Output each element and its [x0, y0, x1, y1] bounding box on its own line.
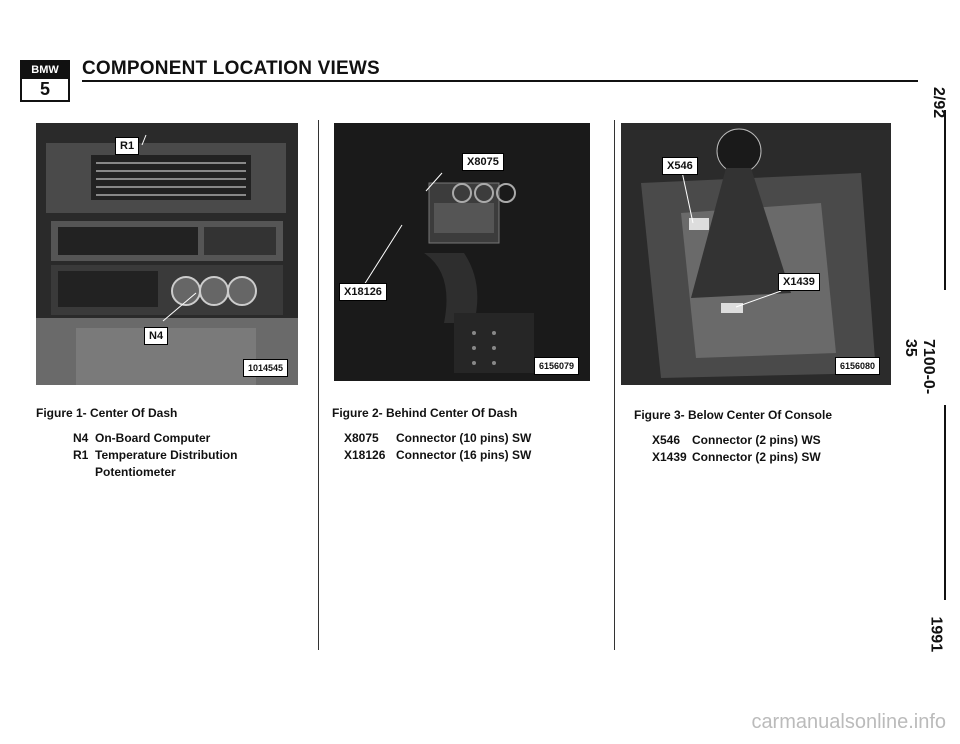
legend-desc: On-Board Computer: [95, 431, 211, 445]
figure-3-photo: X546 X1439 6156080: [621, 123, 891, 385]
figure-3-legend: X546 Connector (2 pins) WS X1439 Connector…: [652, 432, 821, 466]
legend-row: X18126 Connector (16 pins) SW: [344, 447, 531, 464]
page-title: COMPONENT LOCATION VIEWS: [82, 58, 380, 79]
callout-n4: N4: [144, 327, 169, 345]
legend-code: X8075: [344, 431, 379, 445]
footer-watermark: carmanualsonline.info: [751, 711, 946, 733]
figure-1-legend: N4 On-Board Computer R1 Temperature Distri…: [73, 430, 237, 481]
legend-desc: Temperature Distribution: [95, 448, 238, 462]
legend-row: N4 On-Board Computer: [73, 430, 237, 447]
photo-number: 6156079: [534, 357, 580, 375]
figure-2-caption: Figure 2- Behind Center Of Dash: [332, 406, 518, 420]
photo-number: 6156080: [835, 357, 881, 375]
legend-row: X8075 Connector (10 pins) SW: [344, 430, 531, 447]
callout-x18126: X18126: [339, 283, 387, 301]
logo-series-number: 5: [39, 79, 50, 99]
legend-row: R1 Temperature Distribution: [73, 447, 237, 464]
bmw-5-logo: BMW 5: [20, 60, 70, 102]
legend-code: X546: [652, 433, 681, 447]
legend-row: X1439 Connector (2 pins) SW: [652, 449, 821, 466]
column-divider-2: [614, 120, 615, 650]
legend-row: X546 Connector (2 pins) WS: [652, 432, 821, 449]
figure-1-photo: R1 N4 1014545: [36, 123, 298, 385]
legend-desc: Connector (2 pins) WS: [692, 433, 821, 447]
legend-desc: Connector (10 pins) SW: [396, 431, 532, 445]
callout-x1439: X1439: [778, 273, 820, 291]
column-divider-1: [318, 120, 319, 650]
legend-desc: Connector (2 pins) SW: [692, 450, 821, 464]
side-year: 1991: [927, 616, 945, 653]
legend-code: X18126: [344, 448, 386, 462]
callout-r1: R1: [115, 137, 140, 155]
figure-3-caption: Figure 3- Below Center Of Console: [634, 408, 833, 422]
side-rule-2: [944, 405, 946, 600]
header-rule: [82, 80, 918, 82]
side-date: 2/92: [930, 87, 947, 119]
legend-code: X1439: [652, 450, 687, 464]
figure-2-legend: X8075 Connector (10 pins) SW X18126 Connec…: [344, 430, 531, 464]
legend-code: N4: [73, 431, 89, 445]
figure-2-photo: X8075 X18126 6156079: [334, 123, 590, 381]
callout-x8075: X8075: [462, 153, 504, 171]
callout-x546: X546: [662, 157, 698, 175]
figure-1-caption: Figure 1- Center Of Dash: [36, 406, 178, 420]
legend-desc: Potentiometer: [95, 465, 176, 479]
dash-photo-illustration: [36, 123, 298, 385]
logo-bmw-text: BMW: [22, 62, 68, 79]
side-rule-1: [944, 110, 946, 290]
side-page-number: 7100-0-35: [902, 339, 937, 395]
legend-code: R1: [73, 448, 89, 462]
legend-row: Potentiometer: [73, 464, 237, 481]
photo-number: 1014545: [243, 359, 289, 377]
legend-desc: Connector (16 pins) SW: [396, 448, 532, 462]
